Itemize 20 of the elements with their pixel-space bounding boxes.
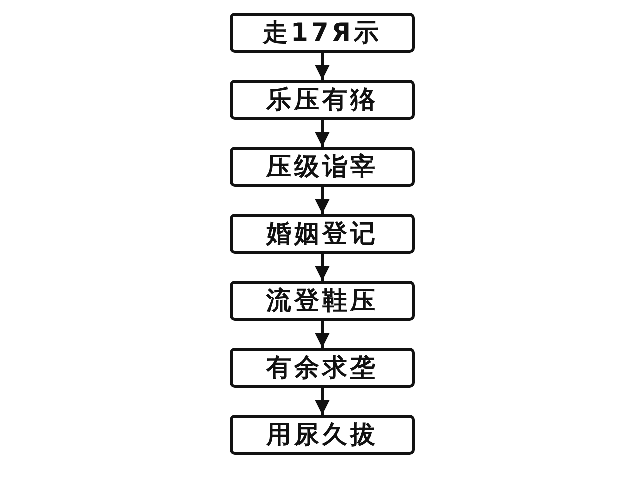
arrow <box>315 120 330 147</box>
process-box <box>230 281 415 321</box>
process-box <box>230 147 415 187</box>
arrow <box>315 388 330 415</box>
step-label: 压级诣宰 <box>266 153 378 181</box>
step-label: 走17Я示 <box>262 19 382 47</box>
step-label: 有余求垄 <box>266 354 378 382</box>
process-box <box>230 348 415 388</box>
step-label: 用尿久拔 <box>266 421 378 449</box>
step-label: 乐压有狢 <box>266 86 378 114</box>
arrow <box>315 187 330 214</box>
step-label: 婚姻登记 <box>266 220 378 248</box>
process-box <box>230 415 415 455</box>
arrow <box>315 254 330 281</box>
process-box <box>230 80 415 120</box>
process-box <box>230 13 415 53</box>
arrow <box>315 321 330 348</box>
step-label: 流登鞋压 <box>266 287 378 315</box>
process-box <box>230 214 415 254</box>
arrow <box>315 53 330 80</box>
